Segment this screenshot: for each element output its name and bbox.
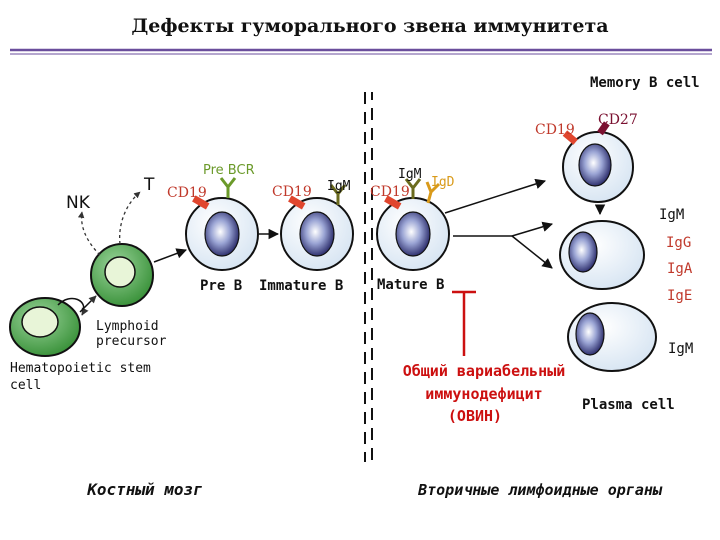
igm-label-mature: IgM <box>398 167 422 182</box>
cd27-label-memory: CD27 <box>598 112 638 128</box>
hsc-to-lymphoid-arrow <box>79 295 97 313</box>
igm-output-top: IgM <box>659 207 684 223</box>
cd19-marker-immature <box>288 195 306 210</box>
hsc-label-1: Hematopoietic stem <box>10 361 151 376</box>
hematopoietic-stem-cell <box>9 297 81 357</box>
plasma-cell-upper <box>559 220 645 290</box>
nk-label: NK <box>66 193 91 213</box>
igg-output: IgG <box>666 235 691 251</box>
cd19-label-immature: CD19 <box>272 184 312 200</box>
immature-b-label: Immature B <box>259 278 343 294</box>
t-label: T <box>143 175 155 195</box>
ige-output: IgE <box>667 288 692 304</box>
mature-b-cell <box>376 197 450 271</box>
lymphoid-to-preb-arrow <box>153 248 187 263</box>
cd27-marker-memory <box>597 121 610 136</box>
cd19-label-memory: CD19 <box>535 122 575 138</box>
cd19-label-preb: CD19 <box>167 185 207 201</box>
mature-to-memory-arrow <box>444 178 547 214</box>
to-plasma-upper-arrow <box>511 221 554 237</box>
cd19-marker-preb <box>192 195 210 210</box>
to-nk-arrow <box>77 211 101 256</box>
memory-b-label: Memory B cell <box>590 75 700 91</box>
pre-b-label: Pre B <box>200 278 242 294</box>
plasma-cell-lower <box>567 302 657 372</box>
secondary-organs-caption: Вторичные лимфоидные органы <box>417 481 663 499</box>
igd-label-mature: IgD <box>431 175 455 190</box>
cvid-label-line2: иммунодефицит <box>425 385 542 403</box>
to-t-arrow <box>119 191 141 245</box>
iga-output: IgA <box>667 261 693 277</box>
mature-b-label: Mature B <box>377 277 444 293</box>
memory-b-cell <box>562 131 634 203</box>
cd19-marker-memory <box>562 130 578 145</box>
igm-output-bottom: IgM <box>668 341 693 357</box>
pre-bcr-receptor <box>219 177 237 198</box>
page-title: Дефекты гуморального звена иммунитета <box>131 15 608 37</box>
igm-receptor-mature <box>404 178 422 199</box>
pre-b-cell <box>185 197 259 271</box>
igd-receptor-mature <box>425 181 441 204</box>
igm-label-immature: IgM <box>327 179 351 194</box>
lymphoid-precursor-label-1: Lymphoid <box>96 319 159 334</box>
lymphoid-precursor-cell <box>90 243 154 307</box>
pre-bcr-label: Pre BCR <box>203 163 255 178</box>
cvid-label-line3: (ОВИН) <box>448 407 502 425</box>
immature-b-cell <box>280 197 354 271</box>
cd19-marker-mature <box>384 195 402 210</box>
bone-marrow-caption: Костный мозг <box>86 480 203 499</box>
self-renew-arrow <box>57 297 89 316</box>
to-plasma-lower-arrow <box>511 235 553 269</box>
hsc-label-2: cell <box>10 378 41 393</box>
cd19-label-mature: CD19 <box>370 184 410 200</box>
plasma-cell-label: Plasma cell <box>582 397 675 413</box>
lymphoid-precursor-label-2: precursor <box>96 334 167 349</box>
cvid-label-line1: Общий вариабельный <box>403 362 566 380</box>
igm-receptor-immature <box>329 184 347 205</box>
